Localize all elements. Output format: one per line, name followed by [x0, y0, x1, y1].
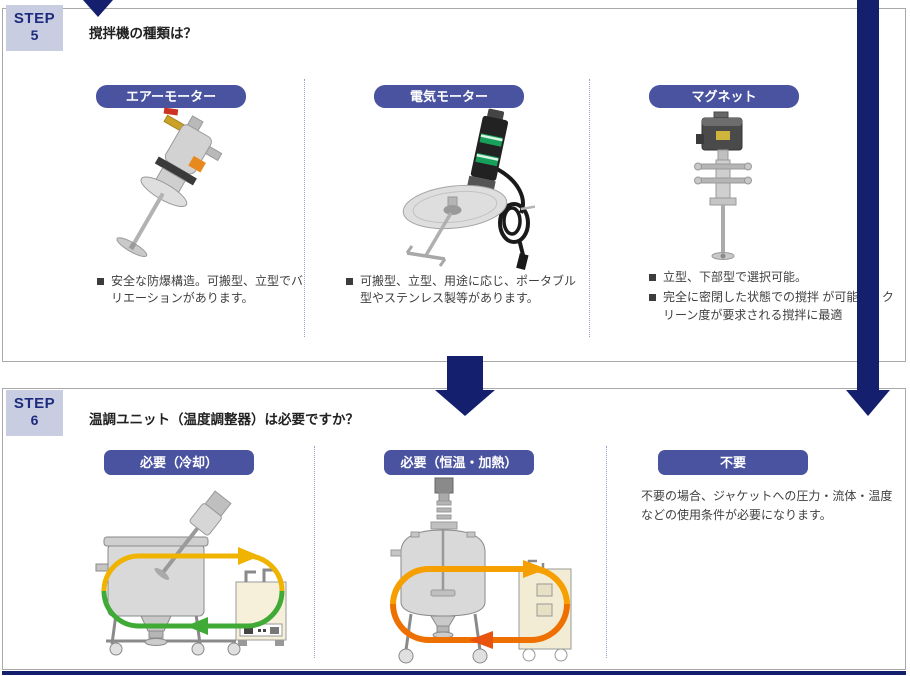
magnet-mixer-illustration	[666, 104, 776, 274]
air-motor-notes: 安全な防爆構造。可搬型、立型でバリエーションがあります。	[97, 273, 305, 311]
agitator-motor	[434, 477, 454, 494]
magnet-notes: 立型、下部型で選択可能。 完全に密閉した状態での撹拌 が可能で、クリーン度が要求…	[649, 269, 897, 327]
flow-arrow-middle-stem	[447, 356, 483, 391]
tilted-motor	[154, 490, 232, 580]
bottom-navy-divider	[2, 671, 906, 675]
flow-arrow-right	[238, 547, 260, 565]
step5-badge: STEP 5	[6, 5, 63, 51]
column-divider	[606, 446, 607, 658]
step5-heading: 撹拌機の種類は？	[89, 26, 197, 41]
step6-section: STEP 6 温調ユニット（温度調整器）は必要ですか？ 必要（冷却） 必要（恒温…	[2, 388, 906, 670]
option-electric-motor-button[interactable]: 電気モーター	[374, 85, 524, 108]
step6-badge-number: 6	[30, 412, 39, 428]
bullet-item: 可搬型、立型、用途に応じ、ポータブル型やステンレス製等があります。	[346, 273, 586, 308]
flow-arrowhead-top-icon	[83, 0, 113, 17]
option-cooling-required-button[interactable]: 必要（冷却）	[104, 450, 254, 475]
bullet-item: 立型、下部型で選択可能。	[649, 269, 897, 286]
square-bullet-icon	[346, 278, 353, 285]
step6-badge: STEP 6	[6, 390, 63, 436]
column-divider	[589, 79, 590, 337]
air-motor-illustration	[99, 107, 249, 272]
option-not-required-button[interactable]: 不要	[658, 450, 808, 475]
option-heating-required-button[interactable]: 必要（恒温・加熱）	[384, 450, 534, 475]
step6-heading: 温調ユニット（温度調整器）は必要ですか？	[89, 412, 359, 427]
flow-arrowhead-right-icon	[846, 390, 890, 416]
column-divider	[304, 79, 305, 337]
square-bullet-icon	[649, 274, 656, 281]
tank-with-chiller-illustration	[86, 484, 291, 659]
flow-arrow-right	[523, 560, 547, 578]
flow-arrow-left	[469, 631, 493, 649]
bullet-item: 完全に密閉した状態での撹拌 が可能で、クリーン度が要求される撹拌に最適	[649, 289, 897, 324]
bullet-item: 安全な防爆構造。可搬型、立型でバリエーションがあります。	[97, 273, 305, 308]
step5-section: STEP 5 撹拌機の種類は？ エアーモーター 電気モーター マグネット	[2, 5, 906, 362]
flow-arrow-left	[186, 617, 208, 635]
option-magnet-button[interactable]: マグネット	[649, 85, 799, 108]
flow-arrowhead-middle-icon	[435, 390, 495, 416]
air-motor-body	[116, 107, 223, 258]
tank-with-heater-illustration	[371, 474, 576, 664]
square-bullet-icon	[97, 278, 104, 285]
motor-body	[466, 108, 509, 195]
not-required-note: 不要の場合、ジャケットへの圧力・流体・温度などの使用条件が必要になります。	[641, 489, 893, 522]
flow-arrow-right-stem	[857, 0, 879, 391]
electric-motor-notes: 可搬型、立型、用途に応じ、ポータブル型やステンレス製等があります。	[346, 273, 586, 311]
column-divider	[314, 446, 315, 658]
option-air-motor-button[interactable]: エアーモーター	[96, 85, 246, 108]
step5-badge-number: 5	[30, 27, 39, 43]
step6-badge-label: STEP	[13, 395, 56, 412]
electric-motor-illustration	[375, 107, 535, 277]
square-bullet-icon	[649, 294, 656, 302]
step5-badge-label: STEP	[13, 10, 56, 27]
